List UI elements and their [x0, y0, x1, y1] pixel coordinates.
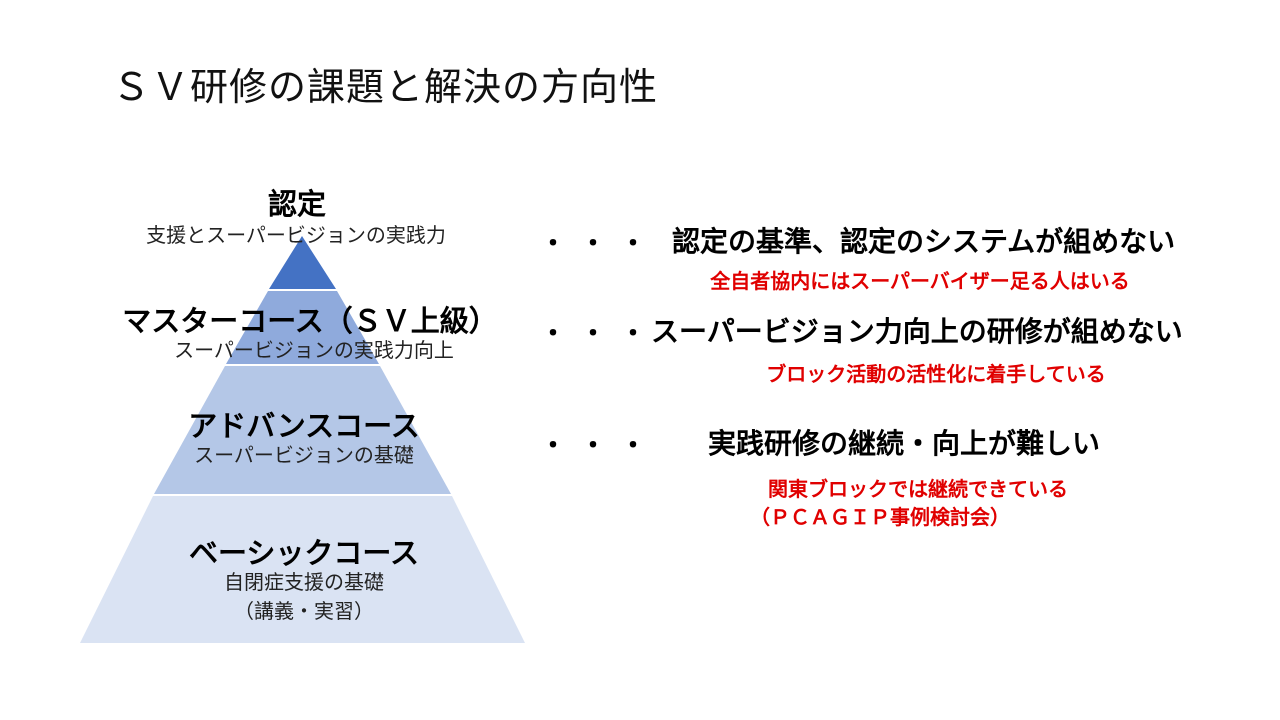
tier1-heading: 認定 [267, 187, 327, 221]
issue2-dots: ・・・ [540, 319, 661, 349]
issue3-note-2: （ＰＣＡＧＩＰ事例検討会） [750, 505, 1010, 529]
tier4-subtitle-2: （講義・実習） [234, 599, 374, 623]
tier3-heading: アドバンスコース [188, 409, 420, 443]
issue3-text: 実践研修の継続・向上が難しい [708, 427, 1101, 460]
issue2-note: ブロック活動の活性化に着手している [766, 362, 1106, 386]
tier2-heading: マスターコース（ＳＶ上級） [122, 304, 498, 338]
issue1-dots: ・・・ [540, 229, 661, 259]
tier2-subtitle: スーパービジョンの実践力向上 [174, 338, 454, 362]
issue1-note: 全自者協内にはスーパーバイザー足る人はいる [710, 269, 1130, 293]
tier3-subtitle: スーパービジョンの基礎 [194, 443, 414, 467]
pyramid-tier-basic [80, 496, 525, 643]
issue3-note: 関東ブロックでは継続できている [768, 477, 1068, 501]
issue1-text: 認定の基準、認定のシステムが組めない [672, 225, 1176, 258]
pyramid-tier-advance [154, 366, 451, 494]
tier1-subtitle: 支援とスーパービジョンの実践力 [146, 223, 446, 247]
tier4-heading: ベーシックコース [189, 536, 419, 570]
issue2-text: スーパービジョン力向上の研修が組めない [651, 315, 1183, 348]
tier4-subtitle: 自閉症支援の基礎 [224, 570, 384, 594]
pyramid-tier-certification [269, 236, 336, 289]
slide-title: ＳＶ研修の課題と解決の方向性 [112, 65, 659, 109]
pyramid-tier-master [226, 291, 379, 364]
issue3-dots: ・・・ [540, 431, 661, 461]
